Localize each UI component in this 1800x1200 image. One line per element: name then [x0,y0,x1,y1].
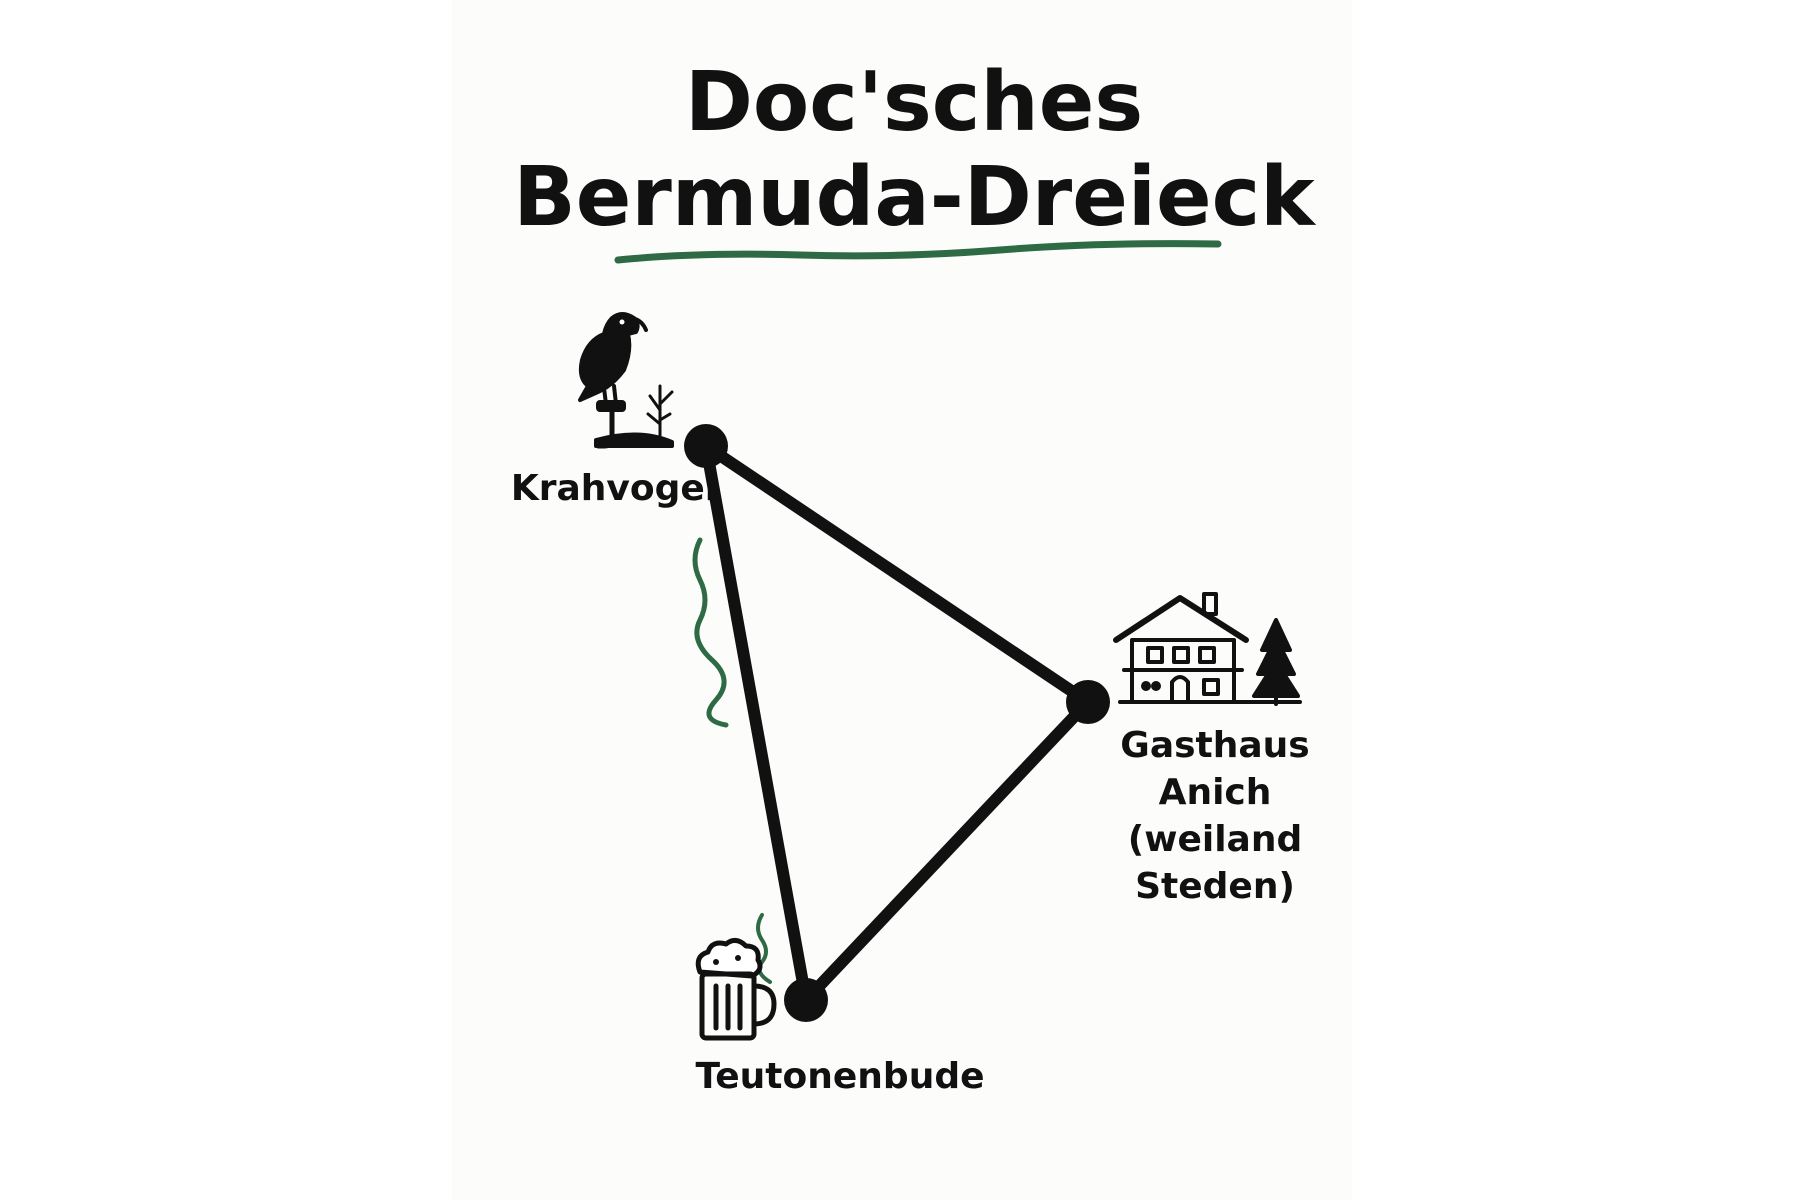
label-krahvogel: Krahvogel [511,468,717,509]
label-gasthaus-line-1: Gasthaus [1120,725,1309,766]
node-teutonenbude [784,978,828,1022]
title-underline [614,240,1222,264]
label-gasthaus-line-4: Steden) [1135,866,1295,907]
label-gasthaus-line-2: Anich [1159,772,1272,813]
crow-on-post-icon [578,312,674,449]
wavy-line-left [692,537,729,728]
title-line-2: Bermuda-Dreieck [513,150,1317,245]
node-gasthaus [1066,680,1110,724]
label-teutonenbude: Teutonenbude [695,1056,984,1097]
edge-gasthaus-teutonenbude [800,696,1094,1006]
label-gasthaus-line-3: (weiland [1128,819,1303,860]
title-line-1: Doc'sches [685,55,1143,150]
triangle-edges [700,440,1094,1006]
inn-house-icon [1113,592,1302,706]
beer-mug-icon [695,938,777,1041]
edge-teutonenbude-krahvogel [700,440,812,1006]
edge-krahvogel-gasthaus [700,440,1094,708]
node-krahvogel [684,424,728,468]
